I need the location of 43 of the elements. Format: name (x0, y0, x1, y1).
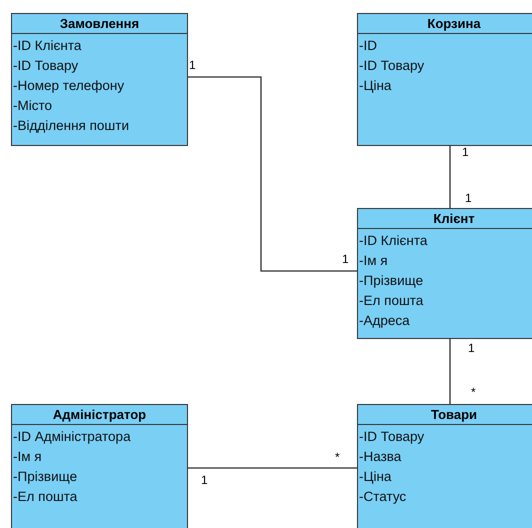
class-name: Корзина (358, 14, 532, 34)
class-box (357, 208, 532, 339)
multiplicity-label: * (335, 450, 340, 464)
attribute: -Ел пошта (359, 292, 424, 310)
class-name: Товари (358, 405, 532, 425)
class-name: Адміністратор (12, 405, 187, 425)
attribute: -Ціна (359, 468, 392, 486)
multiplicity-label: 1 (342, 252, 349, 266)
attribute: -ID Товару (359, 428, 424, 446)
attribute: -ID Клієнта (13, 37, 82, 55)
class-box (11, 404, 188, 528)
multiplicity-label: 1 (465, 191, 472, 205)
attribute: -Прізвище (359, 272, 424, 290)
attribute: -Відділення пошти (13, 117, 129, 135)
multiplicity-label: * (471, 385, 476, 399)
class-box (357, 13, 532, 146)
attribute: -Ім я (359, 252, 388, 270)
class-box (11, 13, 188, 146)
attribute: -Ім я (13, 448, 42, 466)
attribute: -Місто (13, 97, 52, 115)
attribute: -Адреса (359, 312, 410, 330)
association-line (188, 467, 357, 469)
multiplicity-label: 1 (189, 58, 196, 72)
attribute: -Ціна (359, 77, 392, 95)
attribute: -Прізвище (13, 468, 78, 486)
attribute: -Статус (359, 488, 406, 506)
attribute: -Ел пошта (13, 488, 78, 506)
class-name: Клієнт (358, 209, 532, 229)
class-name: Замовлення (12, 14, 187, 34)
attribute: -Номер телефону (13, 77, 124, 95)
multiplicity-label: 1 (201, 473, 208, 487)
attribute: -ID Товару (359, 57, 424, 75)
attribute: -ID (359, 37, 377, 55)
association-line (449, 339, 451, 404)
class-box (357, 404, 532, 528)
multiplicity-label: 1 (462, 145, 469, 159)
attribute: -ID Адміністратора (13, 428, 131, 446)
association-line (188, 76, 357, 272)
multiplicity-label: 1 (468, 341, 475, 355)
association-line (449, 146, 451, 208)
attribute: -Назва (359, 448, 402, 466)
attribute: -ID Товару (13, 57, 78, 75)
attribute: -ID Клієнта (359, 232, 428, 250)
